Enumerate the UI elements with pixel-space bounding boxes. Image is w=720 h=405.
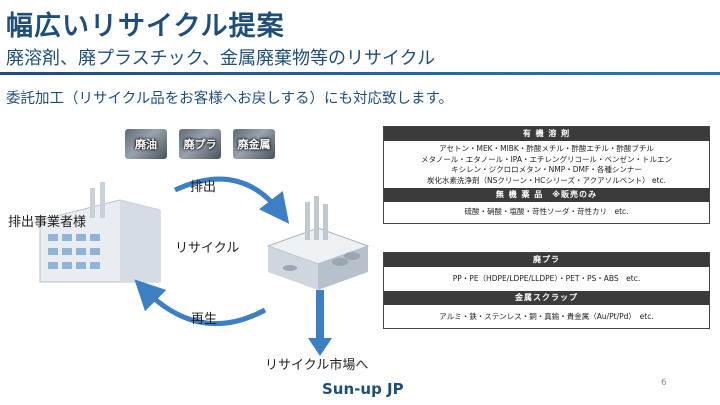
page-number: 6 — [661, 378, 667, 388]
waste-plastic-header: 廃プラ — [384, 253, 709, 267]
page-title: 幅広いリサイクル提案 — [6, 11, 285, 42]
waste-oil-photo: 廃油 — [125, 129, 167, 159]
customer-building-icon — [39, 182, 161, 283]
metal-scrap-line: アルミ・鉄・ステンレス・銅・真鍮・貴金属（Au/Pt/Pd） etc. — [439, 311, 654, 321]
page-subtitle: 廃溶剤、廃プラスチック、金属廃棄物等のリサイクル — [6, 48, 436, 69]
inorganic-line: 硫酸・硝酸・塩酸・苛性ソーダ・苛性カリ etc. — [464, 207, 629, 216]
factory-icon — [266, 196, 370, 290]
discharge-arrow — [173, 176, 290, 224]
market-arrow-head — [308, 338, 332, 356]
organic-solvent-header: 有 機 溶 剤 — [384, 127, 709, 141]
regen-arrow — [134, 279, 267, 327]
organic-solvent-line: 炭化水素洗浄剤（NSクリーン・HCシリーズ・アクアソルベント） etc. — [426, 175, 667, 185]
waste-oil-label: 廃油 — [135, 138, 157, 151]
title-divider — [0, 72, 720, 75]
waste-metal-label: 廃金属 — [237, 138, 271, 151]
recycle-flow-diagram — [39, 176, 370, 356]
discharge-label: 排出 — [190, 180, 217, 195]
waste-plastic-photo: 廃プラ — [179, 129, 221, 159]
waste-plastic-line: PP・PE（HDPE/LDPE/LLDPE）・PET・PS・ABS etc. — [452, 274, 641, 283]
organic-solvent-line: アセトン・MEK・MIBK・酢酸メチル・酢酸エチル・酢酸ブチル — [439, 144, 654, 153]
customer-label: 排出事業者様 — [8, 215, 87, 230]
market-arrow-shaft — [316, 290, 324, 340]
waste-metal-photo: 廃金属 — [233, 129, 275, 159]
brand-logo-text: Sun-up JP — [322, 380, 404, 398]
regen-label: 再生 — [191, 312, 218, 327]
organic-solvent-line: メタノール・エタノール・IPA・エチレングリコール・ベンゼン・トルエン — [421, 154, 672, 164]
lead-text: 委託加工（リサイクル品をお客様へお戻しする）にも対応致します。 — [6, 91, 454, 107]
organic-solvent-line: キシレン・ジクロロメタン・NMP・DMF・各種シンナー — [451, 165, 642, 174]
recycle-label: リサイクル — [175, 241, 240, 256]
market-label: リサイクル市場へ — [265, 358, 369, 373]
waste-plastic-label: 廃プラ — [183, 138, 217, 151]
metal-scrap-header: 金属スクラップ — [384, 290, 709, 305]
chemicals-table: 有 機 溶 剤 アセトン・MEK・MIBK・酢酸メチル・酢酸エチル・酢酸ブチル … — [383, 126, 710, 224]
plastic-metal-table: 廃プラ PP・PE（HDPE/LDPE/LLDPE）・PET・PS・ABS et… — [383, 252, 710, 329]
inorganic-header: 無 機 薬 品 ※販売のみ — [384, 188, 709, 202]
